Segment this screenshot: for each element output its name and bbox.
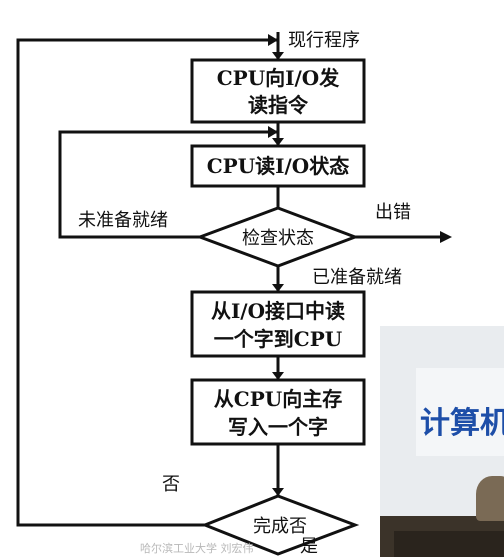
arrow-into-step3 — [272, 284, 284, 292]
decision2-label: 完成否 — [253, 516, 307, 537]
arrow-into-step4 — [272, 372, 284, 380]
arrow-loop-top — [268, 34, 278, 46]
step1-line1: CPU向I/O发 — [217, 66, 340, 90]
loop-no-line — [16, 38, 278, 527]
step1-box — [190, 58, 366, 124]
edge-not-ready-label: 未准备就绪 — [78, 210, 168, 231]
arrow-into-step2 — [272, 138, 284, 146]
loop-not-ready-line — [58, 130, 278, 239]
step4-line1: 从CPU向主存 — [214, 387, 342, 411]
arrow-loop-inner — [268, 126, 278, 138]
video-screen-text: 计算机 — [420, 406, 504, 441]
decision1-label: 检查状态 — [242, 228, 314, 249]
watermark-text: 哈尔滨工业大学 刘宏伟 — [140, 541, 254, 555]
start-label: 现行程序 — [288, 30, 360, 51]
step2-label: CPU读I/O状态 — [207, 154, 349, 178]
edge-no-label: 否 — [162, 474, 180, 495]
step4-box — [190, 378, 366, 446]
edge-ready-label: 已准备就绪 — [312, 267, 402, 288]
step3-line1: 从I/O接口中读 — [211, 299, 345, 323]
edge-error-label: 出错 — [375, 202, 411, 223]
step3-line2: 一个字到CPU — [214, 327, 342, 351]
step2-box — [190, 144, 366, 188]
step3-box — [190, 290, 366, 358]
video-banner — [416, 368, 504, 456]
video-foreground — [394, 531, 504, 557]
decision2-diamond — [200, 494, 360, 556]
lecturer-figure — [476, 476, 504, 521]
arrow-into-step1 — [272, 52, 284, 60]
step4-line2: 写入一个字 — [228, 415, 328, 439]
arrow-error — [440, 231, 452, 243]
edge-yes-label: 是 — [300, 536, 318, 557]
step1-line2: 读指令 — [248, 93, 309, 117]
arrow-into-decision2 — [272, 488, 284, 496]
lecture-video-inset: 计算机 — [380, 326, 504, 557]
